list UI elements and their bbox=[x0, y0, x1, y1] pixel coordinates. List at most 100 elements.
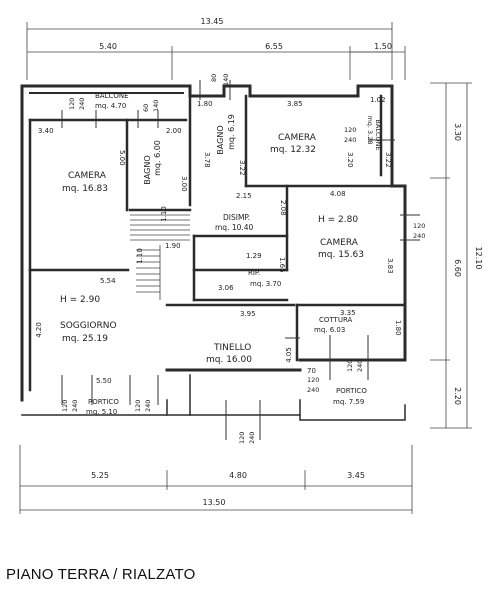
bottom-dimensions bbox=[19, 445, 413, 514]
room-portico-right-name: PORTICO bbox=[336, 387, 367, 395]
dim-322: 3.22 bbox=[238, 160, 246, 176]
dim-340: 3.40 bbox=[38, 127, 54, 135]
w6-b: 240 bbox=[71, 400, 79, 412]
w1-a: 120 bbox=[68, 98, 76, 110]
dim-165: 1.65 bbox=[278, 257, 286, 273]
w7-a: 120 bbox=[134, 400, 142, 412]
dim-554: 5.54 bbox=[100, 277, 116, 285]
dim-070: 70 bbox=[307, 367, 316, 375]
dim-top-right: 1.50 bbox=[374, 42, 392, 51]
room-camera-top-area: mq. 12.32 bbox=[270, 145, 316, 155]
room-tinello-area: mq. 16.00 bbox=[206, 355, 252, 365]
dim-550: 5.50 bbox=[96, 377, 112, 385]
room-balcone-top-area: mq. 4.70 bbox=[95, 102, 126, 110]
w2-b: 140 bbox=[152, 100, 160, 112]
room-disimp-area: mq. 10.40 bbox=[215, 223, 254, 232]
room-portico-left-area: mq. 5.10 bbox=[86, 408, 117, 416]
room-camera-left-area: mq. 16.83 bbox=[62, 184, 108, 194]
room-bagno-mid-area: mq. 6.19 bbox=[227, 114, 236, 150]
w3-a: 80 bbox=[210, 74, 218, 82]
w7-b: 240 bbox=[144, 400, 152, 412]
room-cottura-area: mq. 6.03 bbox=[314, 326, 345, 334]
w5-a: 120 bbox=[413, 222, 425, 230]
room-soggiorno-height: H = 2.90 bbox=[60, 295, 100, 305]
room-balcone-right-area: mq. 3.28 bbox=[366, 115, 374, 144]
interior-dimensions: 3.40 5.00 2.00 3.00 1.80 3.78 3.22 2.15 … bbox=[35, 96, 402, 385]
dim-306: 3.06 bbox=[218, 284, 234, 292]
dim-420: 4.20 bbox=[35, 322, 43, 338]
w5-b: 240 bbox=[413, 232, 425, 240]
room-balcone-top-name: BALCONE bbox=[95, 92, 129, 100]
staircase bbox=[130, 214, 190, 300]
room-camera-right-height: H = 2.80 bbox=[318, 215, 358, 225]
room-rip-area: mq. 3.70 bbox=[250, 280, 281, 288]
w4-a: 120 bbox=[344, 126, 356, 134]
openings bbox=[61, 80, 420, 440]
dim-102: 1.02 bbox=[370, 96, 386, 104]
room-camera-right-area: mq. 15.63 bbox=[318, 250, 364, 260]
room-tinello-name: TINELLO bbox=[213, 343, 251, 353]
room-soggiorno-name: SOGGIORNO bbox=[60, 321, 117, 331]
dim-320: 3.20 bbox=[346, 152, 354, 168]
dim-bottom-left: 5.25 bbox=[91, 471, 109, 480]
room-rip-name: RIP. bbox=[248, 269, 260, 277]
room-portico-left-name: PORTICO bbox=[88, 398, 119, 406]
floor-plan: 13.45 5.40 6.55 1.50 12.10 3.30 6.60 2.2… bbox=[19, 17, 483, 514]
dim-180b: 1.80 bbox=[394, 320, 402, 336]
dim-335: 3.35 bbox=[340, 309, 356, 317]
w1-b: 240 bbox=[78, 98, 86, 110]
walls bbox=[20, 84, 407, 421]
dim-right-mid: 6.60 bbox=[453, 259, 462, 277]
w2-a: 60 bbox=[142, 104, 150, 112]
dim-383: 3.83 bbox=[386, 258, 394, 274]
dim-405: 4.05 bbox=[285, 347, 293, 363]
room-bagno-left-name: BAGNO bbox=[143, 155, 152, 184]
room-bagno-mid-name: BAGNO bbox=[216, 125, 225, 154]
room-bagno-left-area: mq. 6.00 bbox=[153, 140, 162, 176]
opening-sizes: 120 240 60 140 80 140 120 240 120 240 12… bbox=[61, 74, 425, 444]
room-soggiorno-area: mq. 25.19 bbox=[62, 334, 108, 344]
room-disimp-name: DISIMP. bbox=[223, 213, 250, 222]
dim-110b: 1.10 bbox=[136, 248, 144, 264]
w9-a: 120 bbox=[346, 360, 354, 372]
dim-500: 5.00 bbox=[118, 150, 126, 166]
w10-b: 240 bbox=[307, 386, 319, 394]
room-camera-left-name: CAMERA bbox=[68, 171, 107, 181]
dim-110: 1.10 bbox=[160, 206, 168, 222]
room-cottura-name: COTTURA bbox=[319, 316, 353, 324]
w8-a: 120 bbox=[238, 432, 246, 444]
dim-408: 4.08 bbox=[330, 190, 346, 198]
dim-385: 3.85 bbox=[287, 100, 303, 108]
room-portico-right-area: mq. 7.59 bbox=[333, 398, 364, 406]
w4-b: 240 bbox=[344, 136, 356, 144]
dim-322b: 3.22 bbox=[384, 152, 392, 168]
dim-215: 2.15 bbox=[236, 192, 252, 200]
room-balcone-right-name: BALCONE bbox=[374, 119, 382, 150]
dim-208: 2.08 bbox=[279, 200, 287, 216]
right-dimensions bbox=[430, 82, 472, 429]
room-camera-right-name: CAMERA bbox=[320, 238, 359, 248]
dim-129: 1.29 bbox=[246, 252, 262, 260]
dim-top-left: 5.40 bbox=[99, 42, 117, 51]
dim-bottom-mid: 4.80 bbox=[229, 471, 247, 480]
w6-a: 120 bbox=[61, 400, 69, 412]
dim-190: 1.90 bbox=[165, 242, 181, 250]
dim-right-top: 3.30 bbox=[453, 123, 462, 141]
dim-bottom-right: 3.45 bbox=[347, 471, 365, 480]
dim-180: 1.80 bbox=[197, 100, 213, 108]
dim-300: 3.00 bbox=[180, 176, 188, 192]
w3-b: 140 bbox=[222, 74, 230, 86]
top-dimensions bbox=[26, 22, 406, 80]
dim-bottom-total: 13.50 bbox=[203, 498, 226, 507]
dim-200: 2.00 bbox=[166, 127, 182, 135]
dim-top-mid: 6.55 bbox=[265, 42, 283, 51]
w8-b: 240 bbox=[248, 432, 256, 444]
w10-a: 120 bbox=[307, 376, 319, 384]
dim-378: 3.78 bbox=[203, 152, 211, 168]
floor-caption: PIANO TERRA / RIALZATO bbox=[6, 566, 196, 583]
dim-top-total: 13.45 bbox=[201, 17, 224, 26]
dim-395: 3.95 bbox=[240, 310, 256, 318]
dim-right-bot: 2.20 bbox=[453, 387, 462, 405]
room-camera-top-name: CAMERA bbox=[278, 133, 317, 143]
w9-b: 240 bbox=[356, 360, 364, 372]
